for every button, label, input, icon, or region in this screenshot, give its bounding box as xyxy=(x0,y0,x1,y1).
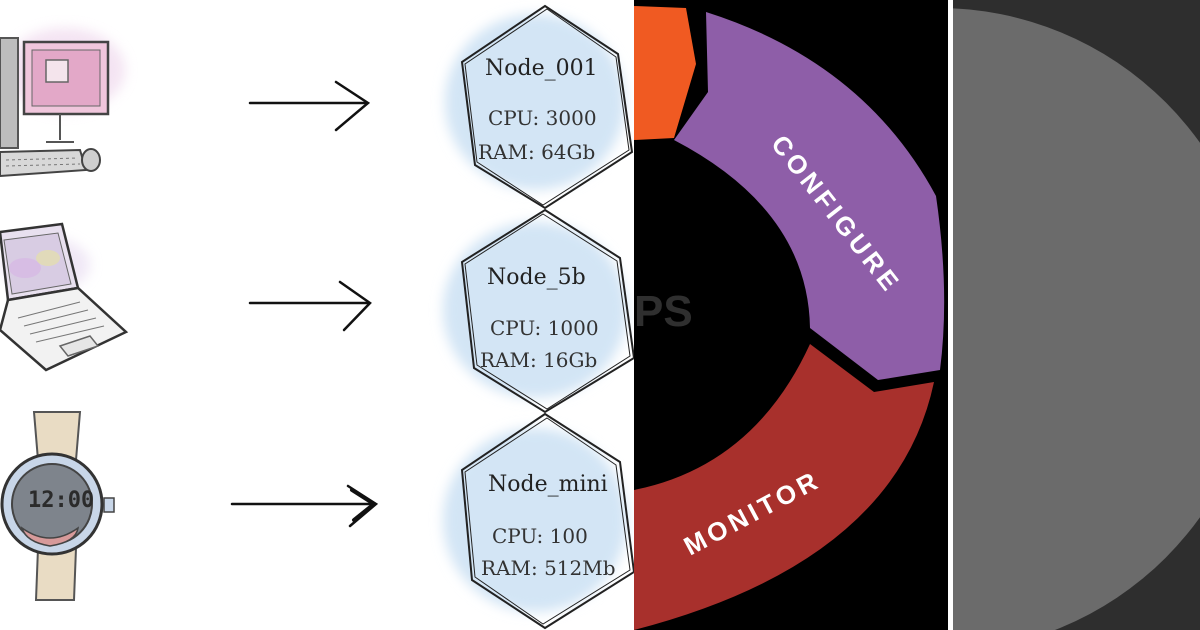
watch-time-text: 12:00 xyxy=(28,488,94,513)
cycle-center-text: PS xyxy=(634,287,693,336)
cycle-diagram-panel: PS CONFIGURE MONITOR xyxy=(634,0,948,630)
panel-divider xyxy=(948,0,953,630)
node-cpu-label: CPU: 3000 xyxy=(488,106,597,130)
cycle-segment-configure xyxy=(674,12,945,380)
laptop-icon xyxy=(0,222,129,372)
arrow-icon xyxy=(248,80,371,132)
grey-circle-shape xyxy=(953,8,1200,630)
node-ram-label: RAM: 16Gb xyxy=(480,348,598,372)
cycle-segment-orange xyxy=(634,6,696,140)
desktop-computer-icon xyxy=(0,28,125,178)
node-diagram-panel: 12:00 xyxy=(0,4,634,630)
node-hexagon xyxy=(443,412,634,630)
node-cpu-label: CPU: 1000 xyxy=(490,316,599,340)
node-cpu-label: CPU: 100 xyxy=(492,524,588,548)
node-name-label: Node_mini xyxy=(488,472,608,497)
circle-svg xyxy=(953,8,1200,630)
circle-panel xyxy=(953,0,1200,630)
cycle-segment-monitor xyxy=(634,344,934,630)
node-name-label: Node_5b xyxy=(487,265,586,290)
arrow-icon xyxy=(230,484,379,528)
node-hexagon xyxy=(443,208,634,414)
node-ram-label: RAM: 64Gb xyxy=(478,140,596,164)
node-hexagon xyxy=(445,4,634,210)
arrow-icon xyxy=(248,280,372,332)
node-ram-label: RAM: 512Mb xyxy=(481,556,616,580)
cycle-diagram-svg: PS CONFIGURE MONITOR xyxy=(634,6,945,630)
node-diagram-svg: 12:00 xyxy=(0,4,634,630)
smartwatch-icon: 12:00 xyxy=(0,411,115,601)
node-name-label: Node_001 xyxy=(485,56,598,81)
